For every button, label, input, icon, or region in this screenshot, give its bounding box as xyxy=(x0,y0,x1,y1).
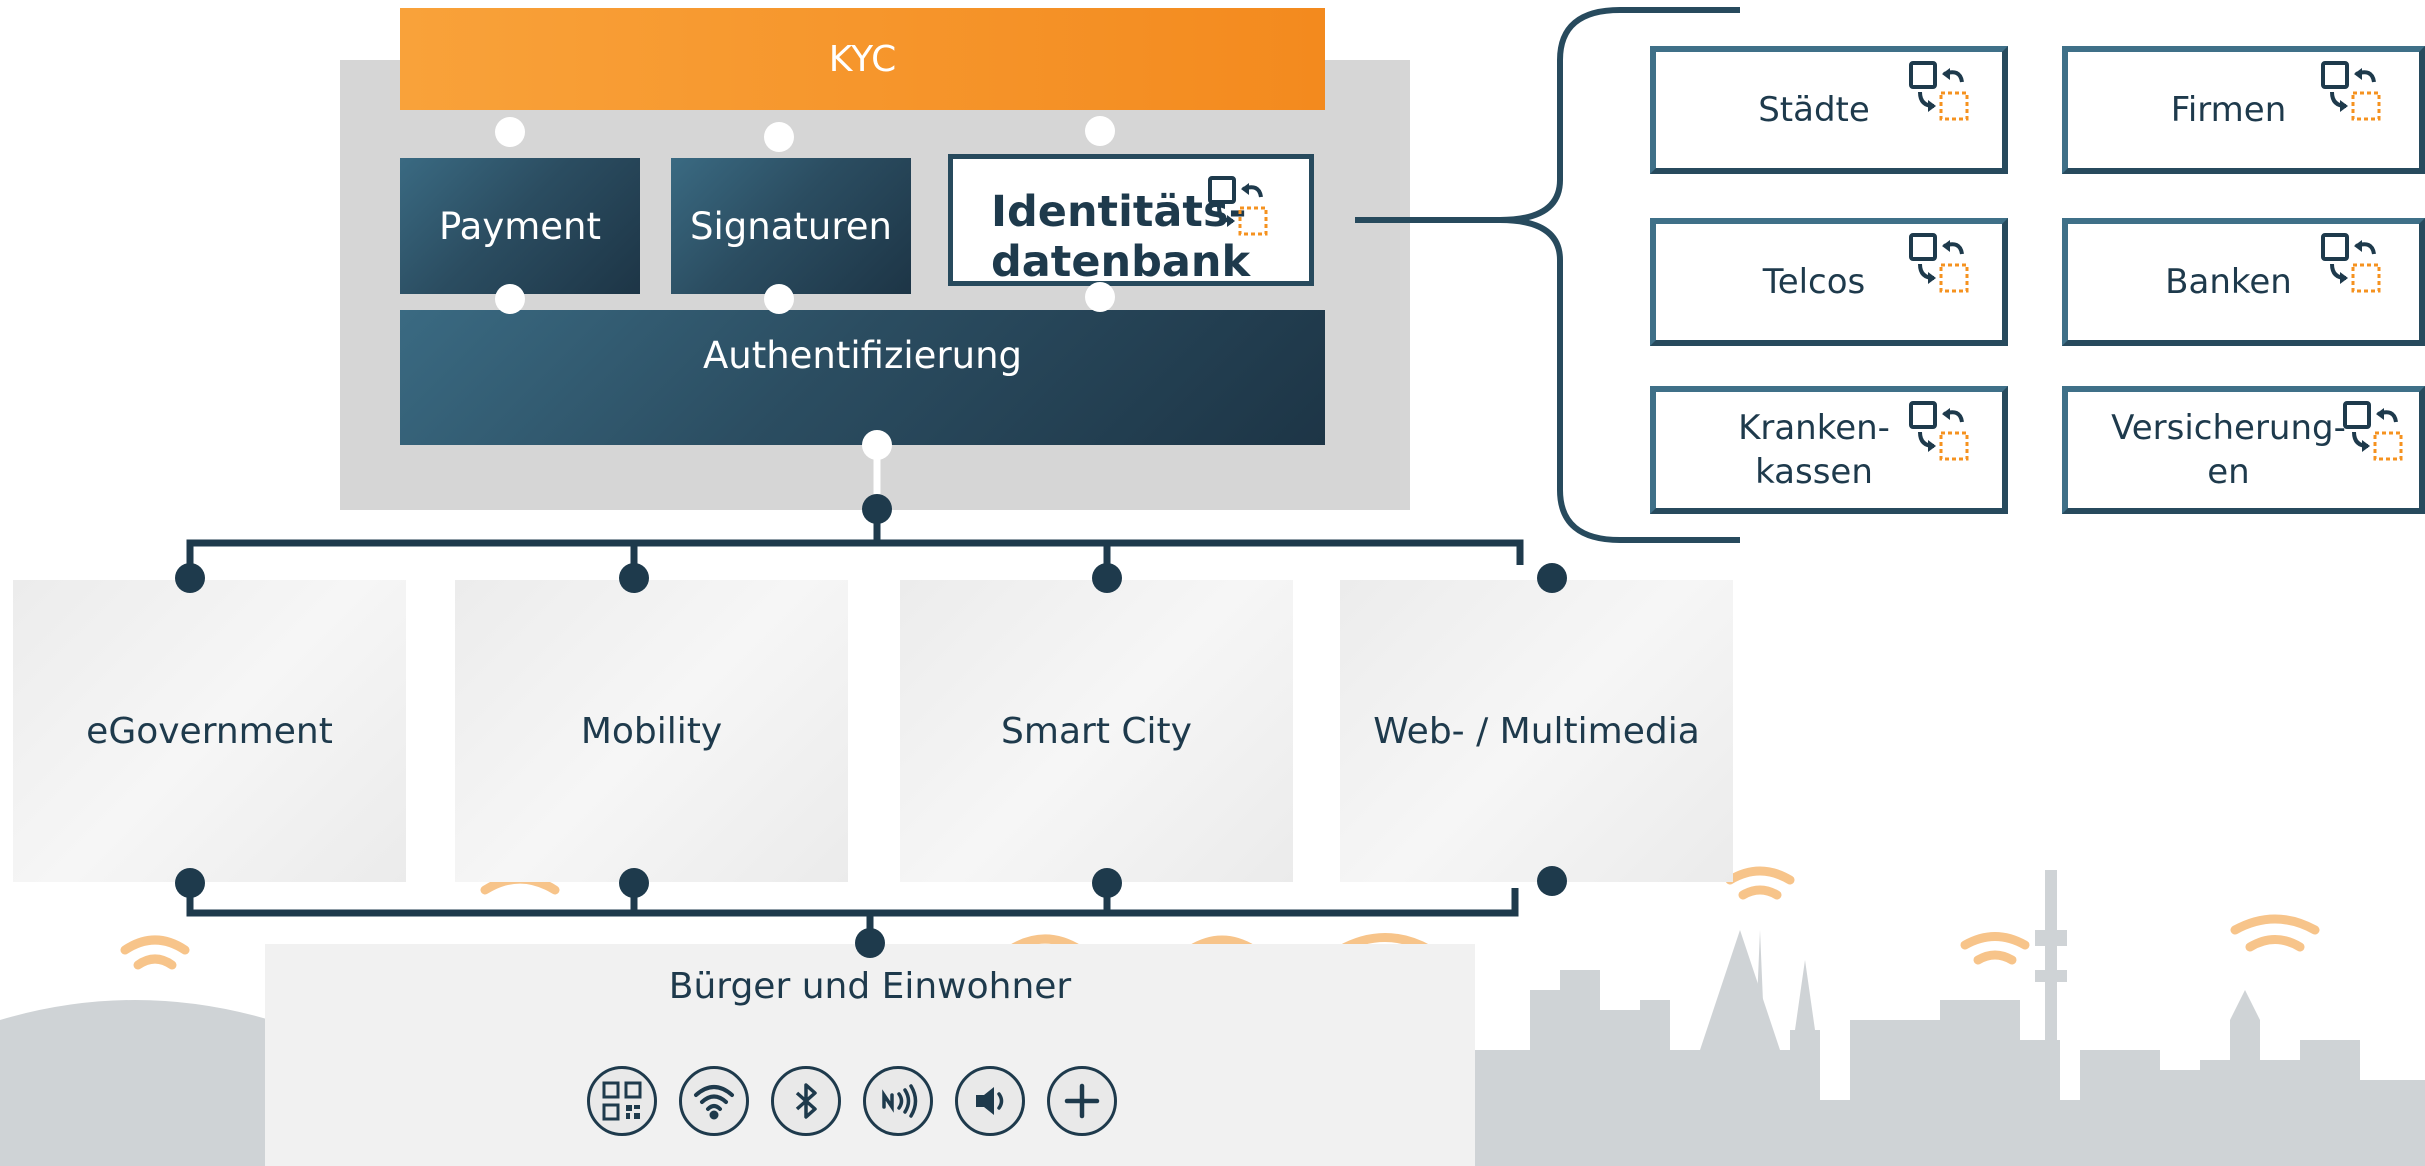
bluetooth-icon xyxy=(771,1066,841,1136)
connector-dot xyxy=(862,430,892,460)
data-exchange-icon xyxy=(1909,233,1969,293)
data-exchange-icon xyxy=(2321,61,2381,121)
wifi-icon xyxy=(679,1066,749,1136)
connector-dot xyxy=(862,494,892,524)
connector-dot xyxy=(1092,563,1122,593)
data-exchange-icon xyxy=(1208,176,1268,236)
source-card-telcos: Telcos xyxy=(1650,218,2008,346)
connector-dot xyxy=(175,563,205,593)
connector-dot xyxy=(495,284,525,314)
identity-label-line2: datenbank xyxy=(991,237,1251,287)
buerger-panel: Bürger und Einwohner xyxy=(265,944,1475,1166)
source-card-banken: Banken xyxy=(2062,218,2425,346)
connector-dot xyxy=(1085,116,1115,146)
data-exchange-icon xyxy=(2321,233,2381,293)
identity-database-box: Identitäts- datenbank xyxy=(948,154,1314,287)
connector-dot xyxy=(855,928,885,958)
identity-label-line1: Identitäts- xyxy=(991,187,1247,237)
app-box-egovernment: eGovernment xyxy=(13,580,406,882)
card-label: Banken xyxy=(2165,262,2292,302)
nfc-icon xyxy=(863,1066,933,1136)
connector-dot xyxy=(764,284,794,314)
app-box-mobility: Mobility xyxy=(455,580,848,882)
qr-code-icon xyxy=(587,1066,657,1136)
data-exchange-icon xyxy=(1909,61,1969,121)
data-exchange-icon xyxy=(2343,401,2403,461)
source-card-krankenkassen: Kranken- kassen xyxy=(1650,386,2008,514)
connector-dot xyxy=(1537,563,1567,593)
app-box-smart-city: Smart City xyxy=(900,580,1293,882)
connector-dot xyxy=(619,868,649,898)
app-box-web-multimedia: Web- / Multimedia xyxy=(1340,580,1733,882)
card-label: Kranken- kassen xyxy=(1738,408,1890,492)
source-card-staedte: Städte xyxy=(1650,46,2008,174)
connector-dot xyxy=(175,868,205,898)
signaturen-box: Signaturen xyxy=(671,158,911,294)
payment-box: Payment xyxy=(400,158,640,294)
plus-icon xyxy=(1047,1066,1117,1136)
card-label: Versicherung- en xyxy=(2111,408,2346,492)
buerger-title: Bürger und Einwohner xyxy=(668,966,1072,1007)
card-label: Städte xyxy=(1758,90,1870,130)
card-label: Telcos xyxy=(1762,262,1866,302)
source-card-firmen: Firmen xyxy=(2062,46,2425,174)
connector-dot xyxy=(495,117,525,147)
connector-dot xyxy=(1085,282,1115,312)
data-exchange-icon xyxy=(1909,401,1969,461)
kyc-bar: KYC xyxy=(400,8,1325,110)
connector-dot xyxy=(1092,868,1122,898)
connector-dot xyxy=(1537,866,1567,896)
authentifizierung-box: Authentifizierung xyxy=(400,310,1325,445)
speaker-icon xyxy=(955,1066,1025,1136)
connector-dot xyxy=(764,122,794,152)
connector-dot xyxy=(619,563,649,593)
technology-icon-row xyxy=(587,1066,1117,1136)
card-label: Firmen xyxy=(2170,90,2287,130)
